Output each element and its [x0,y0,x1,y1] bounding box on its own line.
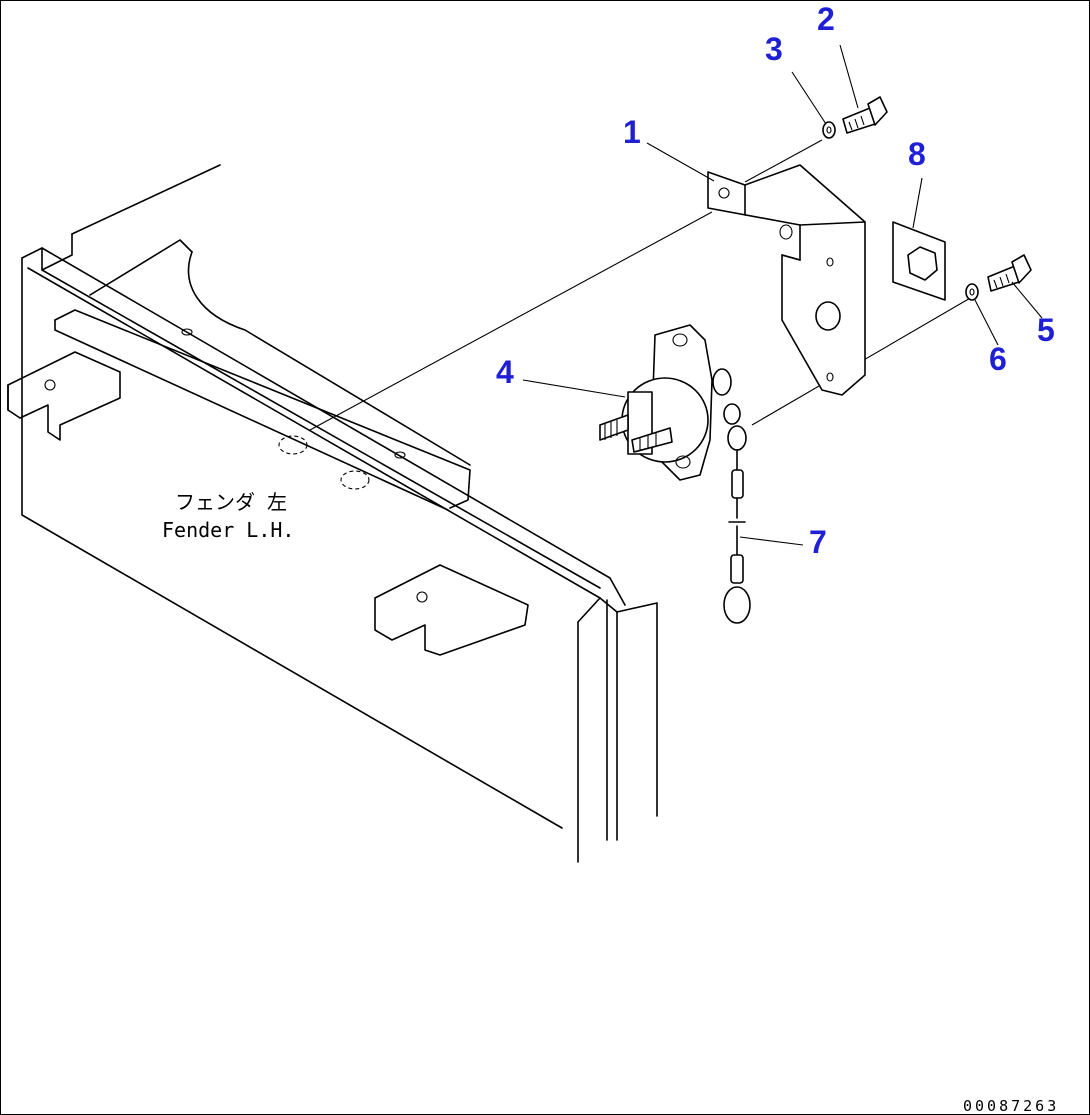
part-3-washer [822,121,836,139]
callout-3: 3 [765,31,783,67]
fender-label-jp: フェンダ 左 [175,490,287,514]
part-5-bolt [987,254,1032,292]
callout-2: 2 [817,1,835,37]
fender-lh [7,164,658,863]
callout-7: 7 [809,524,827,560]
part-4-switch [599,324,747,481]
part-7-key-chain [723,449,751,624]
leader-lines [522,44,1043,546]
part-1-bracket [707,164,866,396]
callout-6: 6 [989,341,1007,377]
fender-label-en: Fender L.H. [162,518,294,542]
part-6-washer [965,283,979,301]
drawing-number: 00087263 [963,1097,1059,1115]
callout-4: 4 [496,354,514,390]
callout-1: 1 [623,114,641,150]
callout-8: 8 [908,136,926,172]
part-2-bolt [842,96,888,134]
part-8-plate [892,221,946,301]
callout-5: 5 [1037,312,1055,348]
